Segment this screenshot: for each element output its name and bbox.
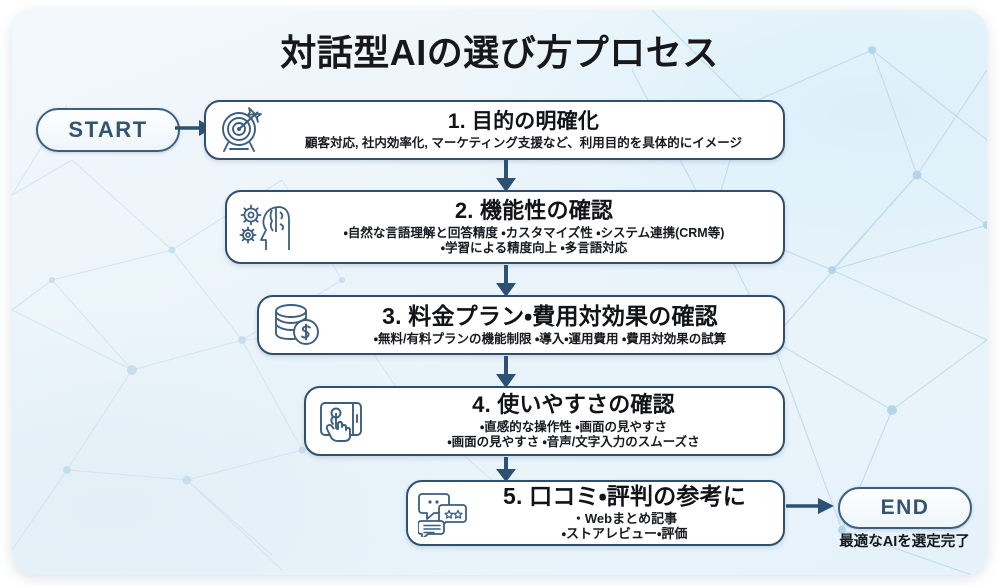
target-icon [214, 105, 270, 155]
end-caption: 最適なAIを選定完了 [839, 534, 970, 550]
step-5-detail-2: ・ストアレビュー・評価 [561, 526, 688, 542]
end-label: END [880, 496, 930, 519]
step-4-detail-1: ・直感的な操作性 ・画面の見やすさ [480, 419, 667, 434]
step-4-text: 4. 使いやすさの確認 ・直感的な操作性 ・画面の見やすさ ・画面の見やすさ ・… [376, 393, 771, 449]
tap-screen-icon [314, 396, 370, 446]
step-2-detail-1: ・自然な言語理解と回答精度 ・カスタマイズ性 ・システム連携(CRM等) [343, 225, 725, 240]
start-terminal: START [36, 108, 180, 152]
step-1-text: 1. 目的の明確化 顧客対応, 社内効率化, マーケティング支援など、利用目的を… [276, 110, 771, 150]
step-box-2: 2. 機能性の確認 ・自然な言語理解と回答精度 ・カスタマイズ性 ・システム連携… [225, 190, 785, 264]
review-chat-icon [416, 488, 472, 538]
step-1-title: 1. 目的の明確化 [447, 110, 600, 134]
connector-step4-to-step5 [496, 457, 516, 482]
connector-step3-to-step4 [496, 356, 516, 388]
step-2-detail-2: ・学習による精度向上 ・多言語対応 [440, 240, 628, 255]
step-box-1: 1. 目的の明確化 顧客対応, 社内効率化, マーケティング支援など、利用目的を… [204, 100, 785, 160]
step-4-title: 4. 使いやすさの確認 [472, 392, 675, 418]
start-label: START [68, 117, 148, 142]
diagram-canvas: 対話型AIの選び方プロセス START 1. 目的の明確化 顧客対応, 社内効率… [12, 10, 987, 575]
page-title: 対話型AIの選び方プロセス [280, 32, 719, 73]
step-2-text: 2. 機能性の確認 ・自然な言語理解と回答精度 ・カスタマイズ性 ・システム連携… [297, 199, 771, 255]
step-4-detail-2: ・画面の見やすさ ・音声/文字入力のスムーズさ [447, 434, 700, 449]
brain-gears-icon [235, 202, 291, 252]
step-5-title: 5. 口コミ・評判の参考に [503, 483, 746, 510]
end-terminal: END [838, 487, 972, 529]
step-box-3: 3. 料金プラン・費用対効果の確認 ・無料/有料プランの機能制限 ・導入・運用費… [257, 295, 785, 355]
step-1-detail-1: 顧客対応, 社内効率化, マーケティング支援など、利用目的を具体的にイメージ [304, 135, 743, 150]
step-3-title: 3. 料金プラン・費用対効果の確認 [382, 303, 718, 330]
step-3-detail-1: ・無料/有料プランの機能制限 ・導入・運用費用 ・費用対効果の試算 [373, 331, 727, 346]
step-box-4: 4. 使いやすさの確認 ・直感的な操作性 ・画面の見やすさ ・画面の見やすさ ・… [304, 386, 785, 456]
step-box-5: 5. 口コミ・評判の参考に ・Webまとめ記事 ・ストアレビュー・評価 [406, 480, 785, 546]
connector-step5-to-end [786, 498, 834, 514]
step-5-detail-1: ・Webまとめ記事 [571, 510, 678, 526]
step-2-title: 2. 機能性の確認 [454, 198, 614, 224]
coins-icon [267, 300, 323, 350]
connector-step1-to-step2 [496, 160, 516, 192]
step-5-text: 5. 口コミ・評判の参考に ・Webまとめ記事 ・ストアレビュー・評価 [478, 483, 771, 542]
step-3-text: 3. 料金プラン・費用対効果の確認 ・無料/有料プランの機能制限 ・導入・運用費… [329, 303, 771, 346]
connector-step2-to-step3 [496, 265, 516, 297]
